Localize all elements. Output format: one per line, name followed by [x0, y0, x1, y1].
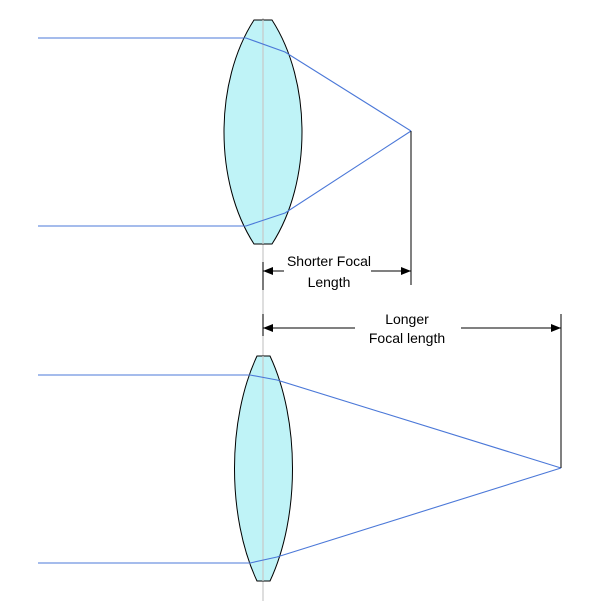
- short-focal-label-line2: Length: [308, 274, 351, 290]
- top-ray-upper: [38, 37, 412, 132]
- top-lens-group: [38, 19, 412, 285]
- short-focal-dimension: Shorter Focal Length: [262, 253, 411, 290]
- long-focal-label-line1: Longer: [385, 311, 429, 327]
- bottom-lens-group: [38, 314, 562, 582]
- long-focal-label-line2: Focal length: [369, 330, 445, 346]
- bottom-ray-lower: [38, 467, 562, 564]
- short-focal-label-line1: Shorter Focal: [287, 253, 371, 269]
- top-ray-lower: [38, 130, 412, 227]
- long-focal-dimension: Longer Focal length: [262, 311, 561, 346]
- bottom-ray-upper: [38, 374, 562, 469]
